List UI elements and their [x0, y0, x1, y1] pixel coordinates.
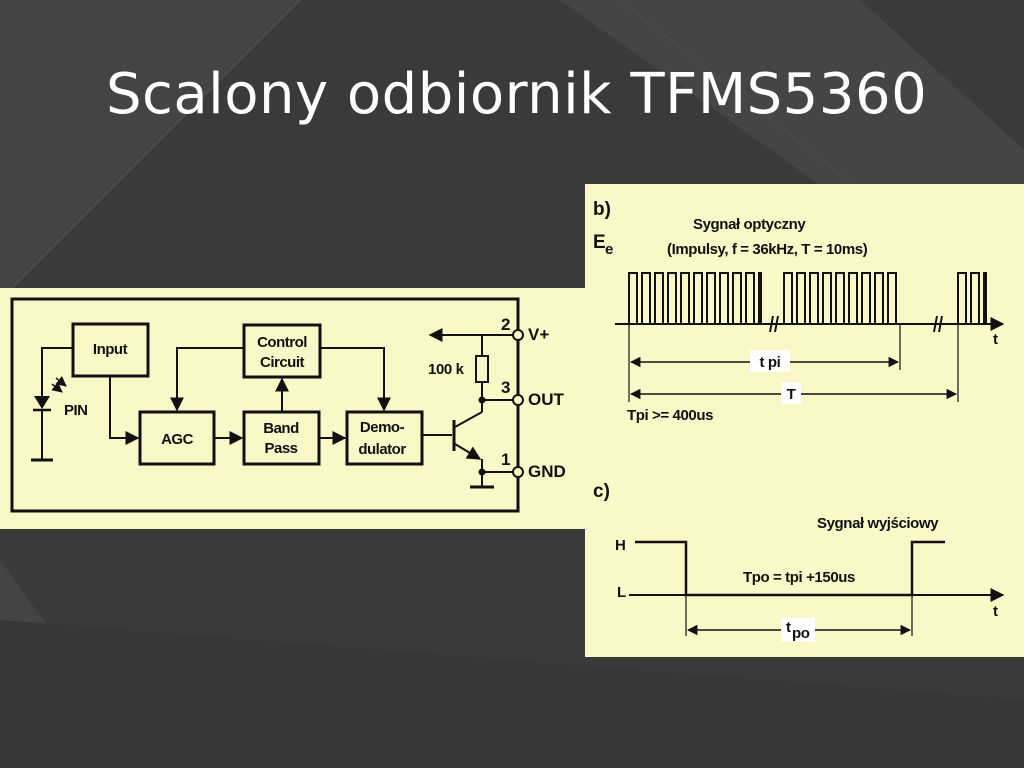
optical-signal-params: (Impulsy, f = 36kHz, T = 10ms) — [667, 241, 868, 258]
pin-3-name: OUT — [528, 390, 565, 409]
tpi-label: t pi — [760, 354, 781, 371]
block-diagram: Input Control Circuit AGC Band Pass Demo… — [10, 297, 566, 513]
period-label: T — [787, 386, 796, 403]
agc-label: AGC — [161, 431, 194, 448]
tpi-minimum-note: Tpi >= 400us — [627, 407, 713, 424]
diagram-b-tag: b) — [593, 199, 611, 220]
pin-1-terminal — [512, 466, 524, 478]
irradiance-axis-subscript: e — [605, 241, 613, 258]
demodulator-label-line1: Demo- — [360, 419, 405, 436]
band-pass-label-line2: Pass — [264, 440, 297, 457]
irradiance-axis-label: E — [593, 232, 606, 253]
output-waveform — [635, 540, 945, 597]
optical-signal-panel: b) E e Sygnał optyczny (Impulsy, f = 36k… — [585, 184, 1024, 470]
resistor-100k — [475, 355, 489, 383]
time-axis-c-label: t — [993, 603, 998, 620]
pin-3-number: 3 — [501, 378, 510, 397]
pin-1-number: 1 — [501, 450, 510, 469]
diagram-c-tag: c) — [593, 481, 610, 502]
tpo-label: t — [786, 619, 791, 636]
level-high-label: H — [615, 537, 625, 554]
optical-signal-diagram: b) E e Sygnał optyczny (Impulsy, f = 36k… — [593, 199, 1005, 424]
demodulator-block — [345, 410, 424, 466]
ic-outline — [10, 297, 520, 513]
output-signal-diagram: c) Sygnał wyjściowy H L Tpo = tpi +150us… — [593, 481, 1005, 642]
time-axis-b-label: t — [993, 331, 998, 348]
photodiode-label: PIN — [64, 402, 88, 419]
resistor-label: 100 k — [428, 361, 465, 378]
pin-3-terminal — [512, 394, 524, 406]
block-diagram-panel: Input Control Circuit AGC Band Pass Demo… — [0, 288, 588, 529]
pin-1-name: GND — [528, 462, 566, 481]
pulse-burst-2 — [783, 272, 897, 325]
slide-title: Scalony odbiornik TFMS5360 — [106, 62, 928, 127]
control-label-line2: Circuit — [260, 354, 305, 371]
control-circuit-block — [242, 323, 322, 379]
output-signal-panel: c) Sygnał wyjściowy H L Tpo = tpi +150us… — [585, 470, 1024, 657]
pin-2-name: V+ — [528, 325, 549, 344]
pin-2-terminal — [512, 329, 524, 341]
input-label: Input — [93, 341, 128, 358]
optical-signal-caption: Sygnał optyczny — [693, 216, 806, 233]
level-low-label: L — [617, 584, 626, 601]
pulse-burst-3 — [957, 272, 987, 325]
band-pass-label-line1: Band — [263, 420, 299, 437]
demodulator-label-line2: dulator — [358, 441, 406, 458]
pin-2-number: 2 — [501, 315, 510, 334]
tpo-label-subscript: po — [792, 625, 810, 642]
output-signal-caption: Sygnał wyjściowy — [817, 515, 939, 532]
pulse-burst-1 — [628, 272, 762, 325]
tpo-formula: Tpo = tpi +150us — [743, 569, 855, 586]
control-label-line1: Control — [257, 334, 307, 351]
